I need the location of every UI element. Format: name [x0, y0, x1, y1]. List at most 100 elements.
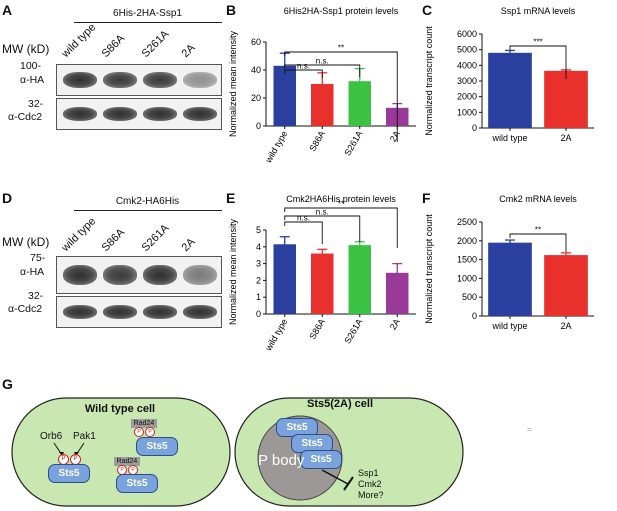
- lane-label: S261A: [139, 28, 172, 60]
- y-tick-label: 0: [472, 123, 477, 133]
- blot-d-cdc2-membrane: [56, 296, 222, 328]
- y-tick-label: 2000: [457, 236, 477, 246]
- significance-label: **: [338, 44, 344, 53]
- y-tick-label: 1000: [457, 107, 477, 117]
- blot-band: [63, 72, 97, 88]
- blot-band: [143, 107, 177, 121]
- x-tick-label: wild type: [491, 321, 527, 331]
- x-tick-label: S86A: [307, 129, 327, 153]
- bar: [311, 84, 334, 126]
- significance-label: n.s.: [297, 62, 310, 71]
- lane-label: S86A: [99, 32, 128, 60]
- lane-label: 2A: [179, 41, 198, 60]
- blot-d-ab-cdc2: α-Cdc2: [8, 303, 43, 315]
- y-tick-label: 1500: [457, 255, 477, 265]
- y-tick-label: 3: [256, 259, 261, 269]
- blot-d-ha-membrane: [56, 256, 222, 294]
- chart-title: 6His2HA-Ssp1 protein levels: [284, 6, 399, 16]
- y-tick-label: 2000: [457, 92, 477, 102]
- y-tick-label: 5: [256, 225, 261, 235]
- significance-label: n.s.: [316, 57, 329, 66]
- bar: [544, 70, 588, 128]
- blot-band: [183, 107, 217, 121]
- mutant-cell-title: Sts5(2A) cell: [306, 398, 374, 410]
- bar: [273, 244, 296, 314]
- y-tick-label: 5000: [457, 45, 477, 55]
- y-tick-label: 0: [256, 309, 261, 319]
- blot-d-mw-32: 32-: [28, 290, 44, 302]
- target-cmk2: Cmk2: [358, 479, 382, 489]
- y-axis-label: Normalized transcript count: [424, 26, 434, 136]
- p-body-label: P body: [258, 452, 305, 469]
- significance-bracket: [509, 233, 567, 252]
- target-more: More?: [358, 490, 384, 500]
- blot-band: [103, 265, 137, 285]
- blot-band: [183, 305, 217, 319]
- y-tick-label: 0: [472, 311, 477, 321]
- y-tick-label: 4: [256, 242, 261, 252]
- blot-a-title-line: [74, 22, 222, 23]
- x-tick-label: S261A: [342, 317, 364, 345]
- y-tick-label: 500: [462, 292, 477, 302]
- blot-a-ha-membrane: [56, 64, 222, 96]
- bar: [488, 52, 532, 128]
- blot-a-ab-cdc2: α-Cdc2: [8, 111, 43, 123]
- panel-label-f: F: [422, 190, 431, 206]
- y-tick-label: 2500: [457, 217, 477, 227]
- chart-title: Cmk2HA6His protein levels: [286, 194, 396, 204]
- blot-band: [143, 72, 177, 88]
- inhibited-targets: Ssp1 Cmk2 More?: [358, 468, 384, 501]
- significance-bracket: [509, 45, 567, 79]
- bar: [348, 245, 371, 314]
- blot-d-ab-ha: α-HA: [20, 266, 45, 278]
- y-axis-label: Normalized mean intensity: [228, 30, 238, 137]
- y-tick-label: 0: [256, 121, 261, 131]
- y-tick-label: 6000: [457, 29, 477, 39]
- blot-band: [63, 107, 97, 121]
- y-tick-label: 60: [251, 37, 261, 47]
- blot-band: [183, 265, 217, 285]
- significance-bracket: [284, 69, 323, 78]
- blot-band: [103, 72, 137, 88]
- blot-a-cdc2-membrane: [56, 98, 222, 130]
- chart-title: Ssp1 mRNA levels: [501, 6, 576, 16]
- x-tick-label: 2A: [388, 129, 402, 144]
- panel-label-c: C: [422, 2, 433, 18]
- panel-label-g: G: [2, 376, 13, 392]
- significance-bracket: [284, 221, 323, 244]
- y-tick-label: 1000: [457, 273, 477, 283]
- phospho-site-3: P: [134, 427, 144, 437]
- lane-label: wild type: [59, 215, 99, 254]
- significance-bracket: [284, 215, 361, 242]
- significance-label: ***: [533, 38, 542, 47]
- blot-band: [103, 305, 137, 319]
- significance-label: **: [535, 226, 541, 235]
- blot-band: [143, 305, 177, 319]
- blot-a-mw-100: 100-: [20, 60, 42, 72]
- rad24-label-2: Rad24: [114, 457, 140, 466]
- y-tick-label: 40: [251, 65, 261, 75]
- significance-label: **: [338, 200, 344, 209]
- kinase-pak1-label: Pak1: [73, 431, 96, 442]
- bar: [311, 253, 334, 314]
- x-tick-label: wild type: [263, 317, 290, 353]
- blot-a-mw-header: MW (kD): [2, 42, 50, 56]
- inhibition-symbol: [321, 469, 354, 491]
- rad24-label-1: Rad24: [131, 419, 157, 428]
- significance-label: n.s.: [316, 208, 329, 217]
- blot-d-mw-header: MW (kD): [2, 235, 50, 249]
- bar: [544, 255, 588, 316]
- blot-band: [63, 305, 97, 319]
- panel-label-e: E: [226, 190, 236, 206]
- kinase-orb6-label: Orb6: [40, 431, 63, 442]
- blot-band: [143, 265, 177, 285]
- y-tick-label: 20: [251, 93, 261, 103]
- panel-label-d: D: [2, 190, 13, 206]
- blot-a-title: 6His-2HA-Ssp1: [113, 8, 182, 19]
- bar: [488, 242, 532, 316]
- wild-type-cell-title: Wild type cell: [84, 403, 156, 415]
